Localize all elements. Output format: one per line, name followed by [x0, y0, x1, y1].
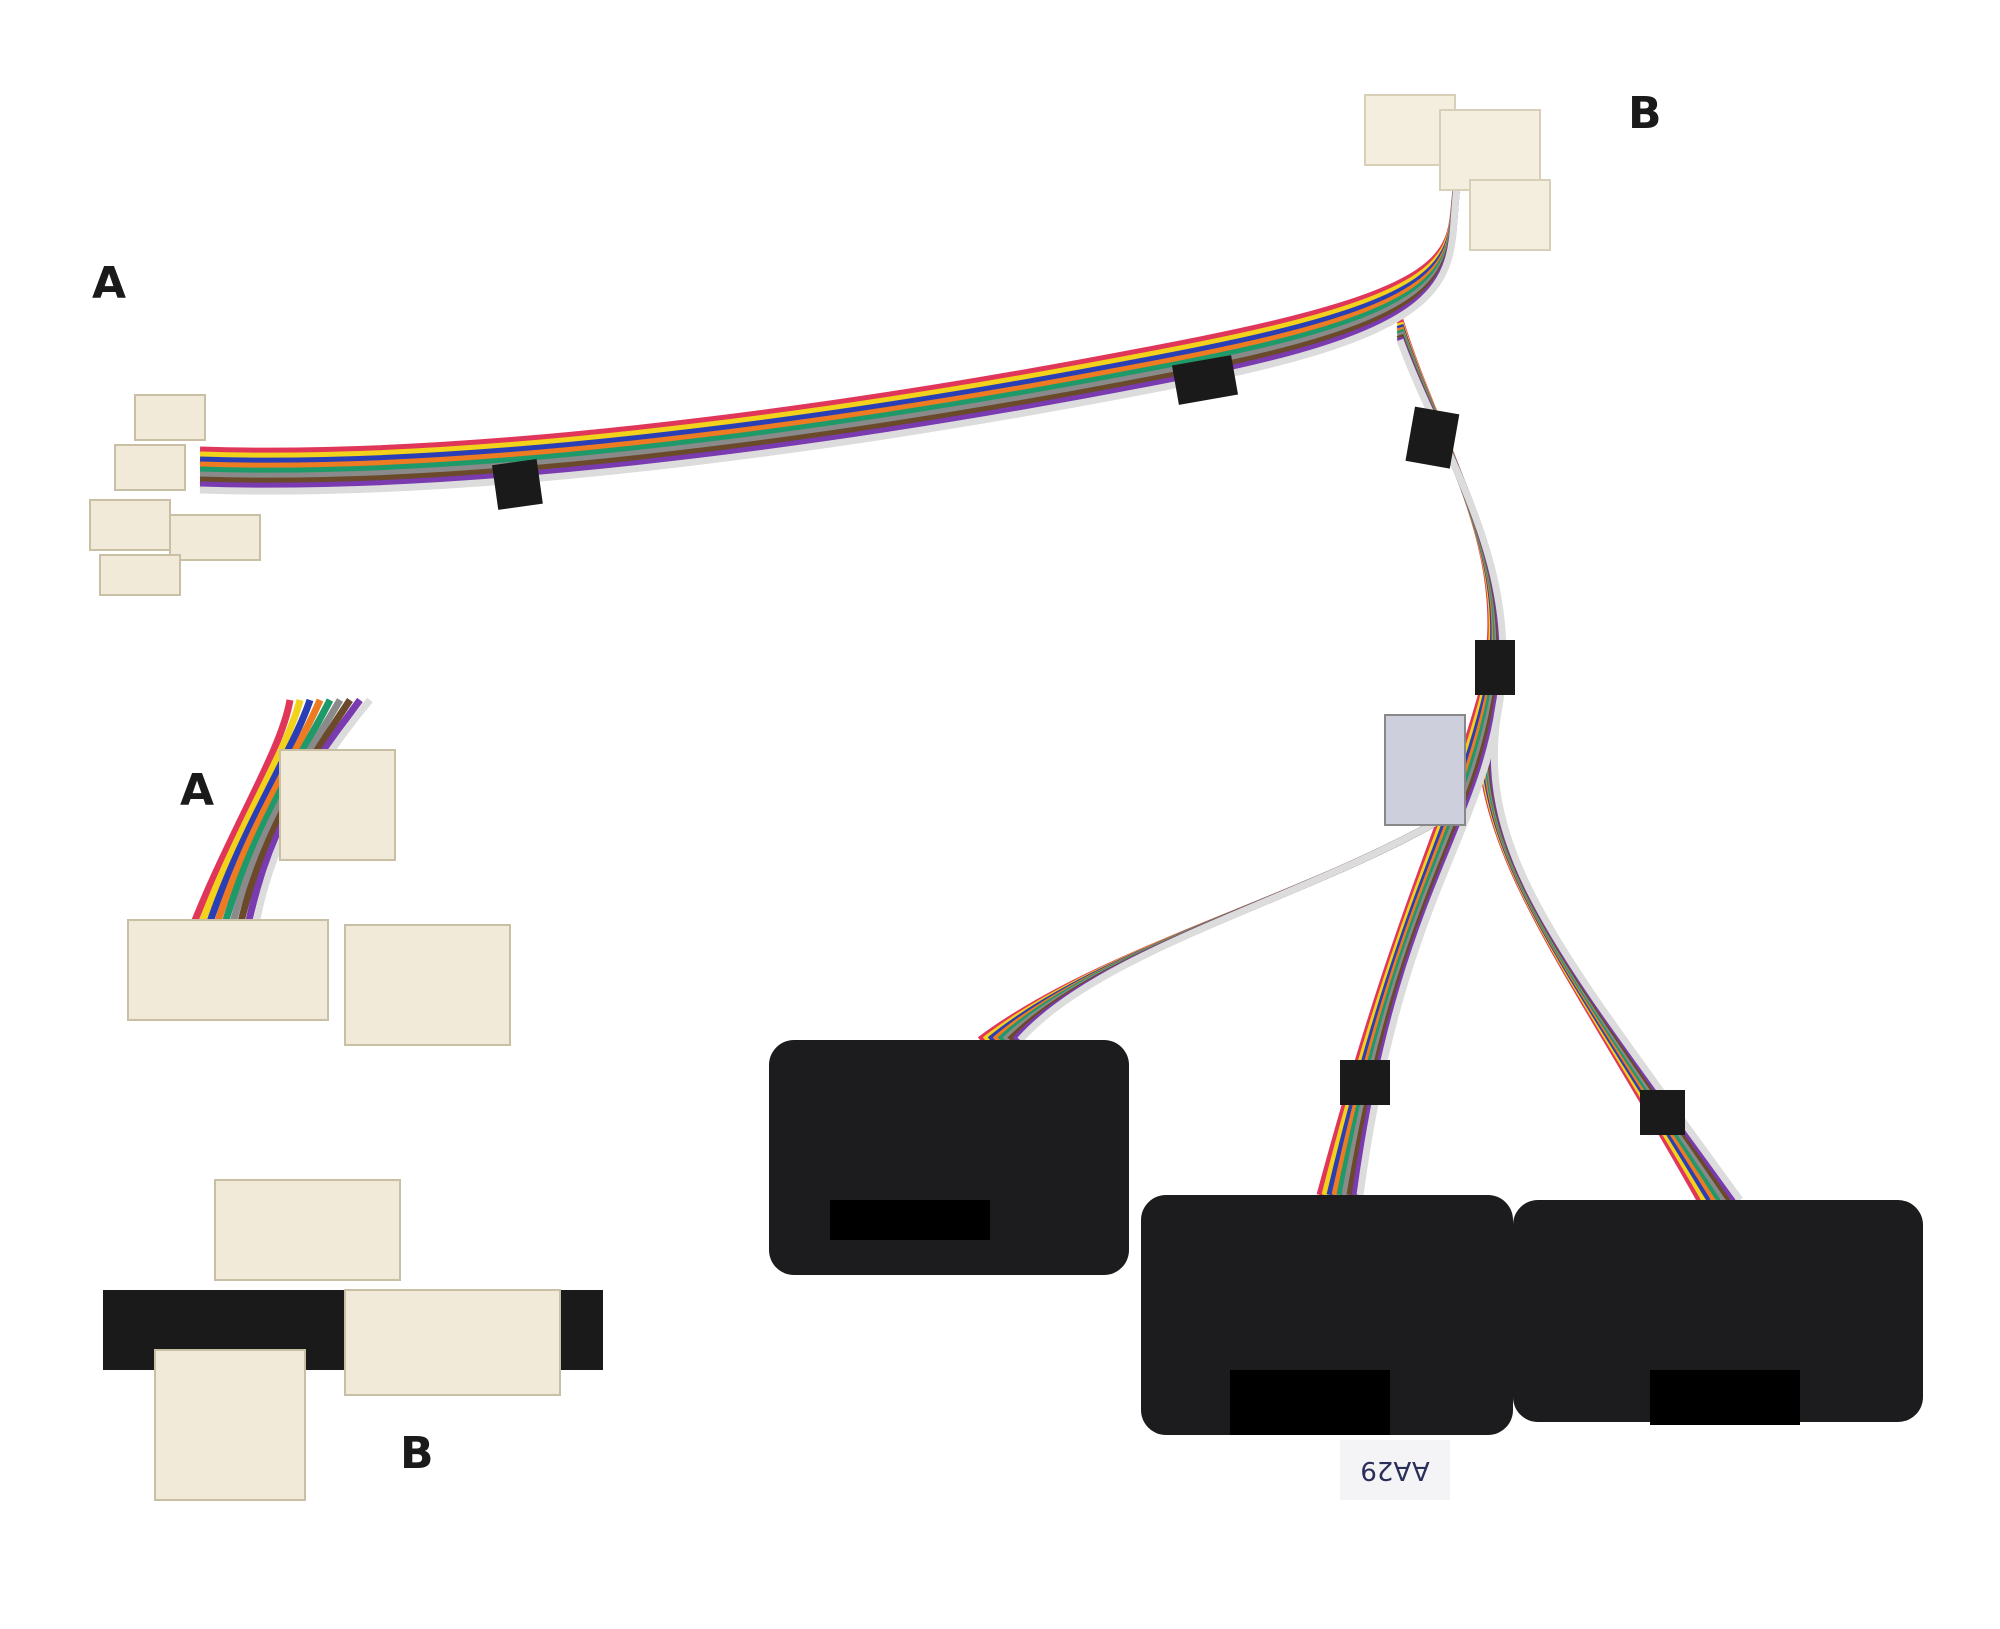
label-inset-a: A — [180, 765, 215, 816]
wire — [199, 169, 1464, 495]
connectors-a — [89, 394, 261, 596]
connectors-b — [1364, 94, 1551, 251]
wire-tapes — [492, 355, 1685, 1135]
label-main-a: A — [92, 258, 127, 309]
label-inset-b: B — [400, 1428, 434, 1479]
inset-b-connectors — [103, 1179, 603, 1501]
part-number-tag: AA29 — [1340, 1440, 1450, 1500]
relay-box — [1384, 714, 1466, 826]
wire — [1017, 816, 1442, 1043]
label-main-b: B — [1628, 88, 1662, 139]
wire — [1489, 699, 1738, 1203]
control-modules — [769, 1040, 1923, 1435]
inset-a-connectors — [127, 749, 511, 1046]
wire — [1487, 699, 1733, 1202]
wire — [1490, 699, 1743, 1203]
